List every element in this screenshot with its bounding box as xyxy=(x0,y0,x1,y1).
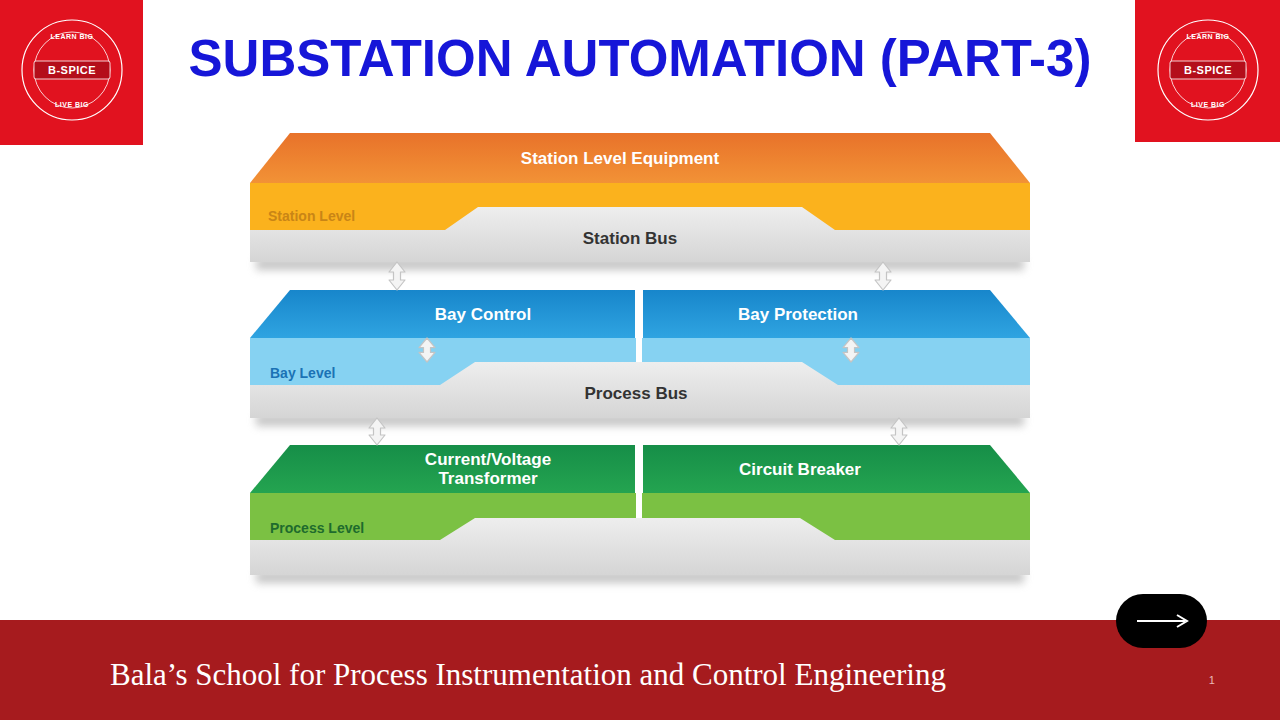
logo-motto: LEARN BIG xyxy=(22,30,122,42)
node-shape xyxy=(250,445,635,493)
equipment-face: Station Level Equipment xyxy=(250,133,1030,183)
next-button xyxy=(1116,594,1207,648)
bus-name: Process Bus xyxy=(585,384,688,403)
layer-title: Station Level Equipment xyxy=(521,149,719,168)
level-name: Station Level xyxy=(268,207,355,226)
text-area: Process Bus xyxy=(486,380,786,406)
logo-ring xyxy=(1158,20,1258,120)
logo-ring xyxy=(22,20,122,120)
double-arrow xyxy=(419,338,435,362)
page-number: 1 xyxy=(1204,673,1220,687)
block-name: Bay Control xyxy=(435,305,531,324)
text-area: Bay Control xyxy=(350,290,616,338)
level-name: Process Level xyxy=(270,519,364,538)
node-shape xyxy=(250,290,635,338)
node-shape xyxy=(250,207,1030,262)
block-name: Current/Voltage Transformer xyxy=(383,450,593,488)
node-shape xyxy=(643,290,1030,338)
text-area: Process Level xyxy=(270,518,470,538)
button-arrow xyxy=(1177,615,1187,627)
double-arrow xyxy=(389,262,405,290)
text-area: Current/Voltage Transformer xyxy=(383,445,593,493)
text-area: Station Level xyxy=(268,206,468,226)
double-arrow xyxy=(369,418,385,445)
logo-motto: LIVE BIG xyxy=(22,98,122,110)
logo-motto: LIVE BIG xyxy=(1158,98,1258,110)
double-arrow xyxy=(891,418,907,445)
page-title: SUBSTATION AUTOMATION (PART-3) xyxy=(0,28,1280,88)
footer-text: Bala’s School for Process Instrumentatio… xyxy=(110,654,1170,696)
text-area: Bay Protection xyxy=(673,290,923,338)
bay-face: Bay Protection xyxy=(643,290,1030,338)
button-arrow xyxy=(1137,620,1185,622)
process-face: Current/Voltage Transformer xyxy=(250,445,635,493)
node-shape xyxy=(250,133,1030,183)
node-shape xyxy=(643,445,1030,493)
bus-name: Station Bus xyxy=(583,229,677,248)
logo-name: B-SPICE xyxy=(1158,61,1258,79)
text-area: Bay Level xyxy=(270,363,470,383)
process-face: Circuit Breaker xyxy=(643,445,1030,493)
bay-face: Bay Control xyxy=(250,290,635,338)
double-arrow xyxy=(875,262,891,290)
footer-band xyxy=(0,620,1280,720)
logo-background xyxy=(1135,0,1280,142)
block-name: Circuit Breaker xyxy=(739,460,861,479)
bus-band: Process Bus xyxy=(250,362,1030,418)
text-area: Station Bus xyxy=(480,225,780,251)
process-level-base xyxy=(250,518,1030,575)
logo-name: B-SPICE xyxy=(22,61,122,79)
level-name: Bay Level xyxy=(270,364,335,383)
divider-gap xyxy=(636,445,642,518)
bus-band: Station Bus xyxy=(250,207,1030,262)
text-area: Circuit Breaker xyxy=(675,445,925,493)
node-shape xyxy=(250,362,1030,418)
text-area: Station Level Equipment xyxy=(470,133,770,183)
block-name: Bay Protection xyxy=(738,305,858,324)
logo-motto: LEARN BIG xyxy=(1158,30,1258,42)
double-arrow xyxy=(843,338,859,362)
divider-gap xyxy=(636,290,642,362)
logo-background xyxy=(0,0,143,145)
